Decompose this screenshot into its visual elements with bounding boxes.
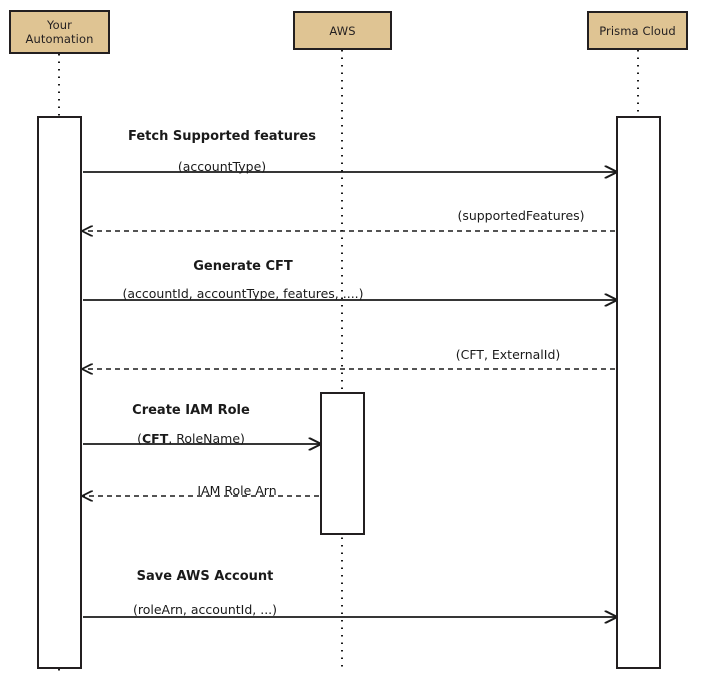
msg-generate-cft-title: Generate CFT	[193, 259, 293, 274]
activation-your-automation[interactable]	[37, 116, 82, 669]
participant-label-your-automation: Your Automation	[25, 18, 94, 46]
message-arrow-group	[83, 172, 616, 617]
msg-supported-features-return-params: (supportedFeatures)	[457, 208, 585, 223]
participant-label-aws: AWS	[329, 23, 356, 38]
msg-create-iam-role-params-emphasis: CFT	[142, 431, 169, 446]
msg-save-aws-account-params: (roleArn, accountId, ...)	[132, 602, 278, 617]
activation-prisma-cloud[interactable]	[616, 116, 661, 669]
participant-box-your-automation[interactable]: Your Automation	[9, 10, 110, 54]
msg-generate-cft-params: (accountId, accountType, features, ....)	[122, 286, 364, 301]
msg-fetch-supported-features-params: (accountType)	[177, 159, 267, 174]
msg-fetch-supported-features-title: Fetch Supported features	[128, 129, 316, 144]
participant-label-prisma-cloud: Prisma Cloud	[599, 23, 676, 38]
msg-save-aws-account-title: Save AWS Account	[136, 569, 274, 584]
msg-create-iam-role-params: (CFT, RoleName)	[137, 431, 245, 446]
msg-iam-role-arn-return-params: IAM Role Arn	[197, 483, 277, 498]
msg-create-iam-role-title: Create IAM Role	[132, 403, 250, 418]
msg-cft-externalid-return-params: (CFT, ExternalId)	[455, 347, 561, 362]
participant-box-aws[interactable]: AWS	[293, 11, 392, 50]
participant-box-prisma-cloud[interactable]: Prisma Cloud	[587, 11, 688, 50]
activation-aws[interactable]	[320, 392, 365, 535]
